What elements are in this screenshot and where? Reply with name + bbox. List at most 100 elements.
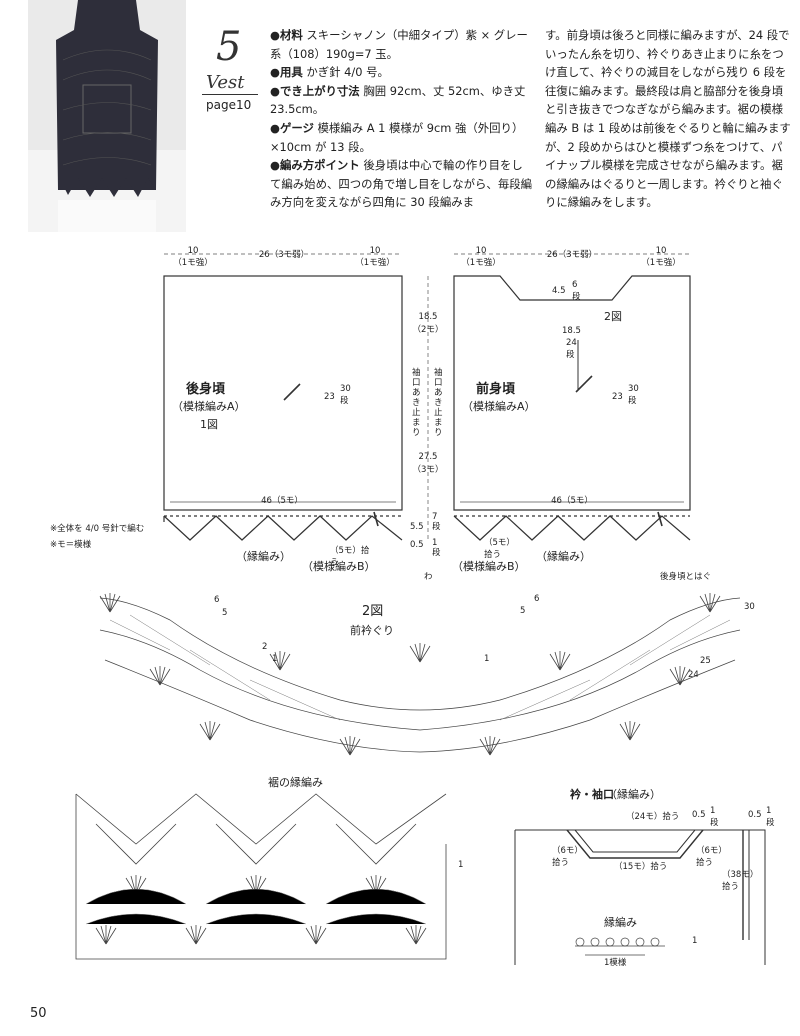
collar-edge-a: 0.5: [692, 810, 706, 820]
back-figure-ref: 1図: [200, 418, 218, 431]
material-label: ●材料: [270, 28, 303, 42]
chart2-row6-left: 6: [214, 595, 220, 605]
front-body-title: 前身頃: [476, 382, 516, 397]
neck-rows: 6段: [572, 280, 581, 302]
collar-top-pickup: （24モ）拾う: [626, 812, 680, 822]
vest-photo: [28, 0, 186, 232]
sleeve-pickup: （38モ）拾う: [722, 870, 759, 892]
back-pattern-b: （模様編みB）: [302, 560, 376, 573]
note-mo: ※モ＝模様: [50, 540, 92, 550]
hem-chart-row1: 1: [458, 860, 464, 870]
page-reference: page10: [206, 98, 252, 112]
back-body-outline: [163, 275, 403, 511]
chart2-row2: 2: [262, 642, 268, 652]
hem-stitch-chart: [75, 793, 447, 960]
instructions-text: す。前身頃は後ろと同様に編みますが、24 段でいったん糸を切り、衿ぐりあき止まり…: [545, 28, 791, 210]
front-top-right-dim-sub: （1モ強）: [641, 258, 681, 268]
collar-side-right: （6モ）拾う: [696, 846, 727, 868]
front-rows-30: 30段: [628, 384, 639, 406]
front-top-mid-dim: 26（3モ弱）: [546, 250, 598, 260]
front-top-right-dim: 10: [655, 246, 667, 256]
back-hem-zigzag: [163, 515, 403, 541]
size-text: 胸囲 92cm、丈 52cm、ゆき丈 23.5cm。: [270, 83, 526, 117]
edge-chart-title: 縁編み: [604, 916, 637, 929]
collar-title-sub: （縁編み）: [606, 788, 661, 801]
gauge-text: 模様編み A 1 模様が 9cm 強（外回り）×10cm が 13 段。: [270, 120, 524, 154]
hem-chart-title: 裾の縁編み: [268, 776, 323, 789]
size-label: ●でき上がり寸法: [270, 83, 360, 98]
armhole-opening-left: 袖口あき止まり: [412, 368, 421, 438]
top-right-dim-sub: （1モ強）: [355, 258, 395, 268]
note-needle: ※全体を 4/0 号針で編む: [50, 524, 145, 534]
method-label: ●編み方ポイント: [270, 158, 360, 173]
center-lower-sub: （3モ）: [412, 465, 444, 475]
back-body-title: 後身頃: [186, 382, 226, 397]
front-width: 46（5モ）: [551, 496, 593, 506]
top-right-dim: 10: [369, 246, 381, 256]
chart2-row1-left: 1: [272, 654, 278, 664]
chart2-subtitle: 前衿ぐり: [350, 624, 394, 637]
collar-title: 衿・袖口: [570, 788, 614, 801]
chart2-row1-right: 1: [484, 654, 490, 664]
neck-depth: 4.5: [552, 286, 566, 296]
join-note: 後身頃とはぐ: [660, 572, 712, 582]
hem-rows: 7段: [432, 512, 441, 532]
front-top-left-dim: 10: [475, 246, 487, 256]
divider: [202, 94, 258, 95]
specs-block: ●材料 スキーシャノン（中細タイプ）紫 × グレー系（108）190g=7 玉。…: [270, 26, 532, 212]
chart2-row30: 30: [744, 602, 755, 612]
collar-side-left: （6モ）拾う: [552, 846, 583, 868]
tools-text: かぎ針 4/0 号。: [306, 65, 389, 80]
front-rows-23: 23: [612, 392, 623, 402]
ring-mark: わ: [424, 572, 433, 582]
front-hem-zigzag: [453, 515, 691, 541]
front-pattern-b: （模様編みB）: [452, 560, 526, 573]
edge-chart-row1: 1: [692, 936, 698, 946]
back-rows-23: 23: [324, 392, 335, 402]
collar-diagram: [514, 829, 766, 965]
schematic-diagram: [163, 253, 691, 542]
collar-edge-a-rows: 1段: [710, 806, 719, 828]
front-edge-label: （縁編み）: [536, 550, 591, 563]
chart2-row5-left: 5: [222, 608, 228, 618]
front-length: 18.5: [562, 326, 581, 336]
front-pickup: （5モ）拾う: [484, 538, 515, 560]
top-mid-dim: 26（3モ弱）: [258, 250, 310, 260]
center-lower-dim: 27.5: [418, 452, 438, 462]
page-number: 50: [30, 1006, 47, 1021]
center-upper-sub: （2モ）: [412, 325, 444, 335]
edge-repeat: 1模様: [604, 958, 627, 968]
front-top-left-dim-sub: （1モ強）: [461, 258, 501, 268]
top-left-dim-sub: （1モ強）: [173, 258, 213, 268]
front-rows: 24段: [566, 338, 577, 360]
back-width: 46（5モ）: [261, 496, 303, 506]
front-figure-ref: 2図: [604, 310, 622, 323]
back-body-sub: （模様編みA）: [172, 400, 246, 413]
edge-length: 0.5: [410, 540, 424, 550]
method-text: 後身頃は中心で輪の作り目をして編み始め、四つの角で増し目をしながら、毎段編み方向…: [270, 158, 532, 210]
collar-bottom-pickup: （15モ）拾う: [614, 862, 668, 872]
chart2-row25: 25: [700, 656, 711, 666]
sleeve-edge-b: 0.5: [748, 810, 762, 820]
pattern-number: 5: [216, 24, 242, 70]
edge-rows: 1段: [432, 538, 441, 558]
gauge-label: ●ゲージ: [270, 120, 314, 135]
item-type: Vest: [206, 72, 245, 93]
back-edge-label: （縁編み）: [236, 550, 291, 563]
armhole-opening-right: 袖口あき止まり: [434, 368, 443, 438]
center-upper-dim: 18.5: [418, 312, 438, 322]
tools-label: ●用具: [270, 65, 303, 80]
hem-length: 5.5: [410, 522, 424, 532]
front-body-sub: （模様編みA）: [462, 400, 536, 413]
front-body-outline: [453, 275, 691, 511]
back-pickup: （5モ）拾う: [330, 546, 370, 568]
chart2-title: 2図: [362, 604, 384, 619]
neckline-stitch-chart: [90, 590, 741, 756]
chart2-row5-right: 5: [520, 606, 526, 616]
sleeve-edge-b-rows: 1段: [766, 806, 775, 828]
material-text: スキーシャノン（中細タイプ）紫 × グレー系（108）190g=7 玉。: [270, 28, 528, 61]
top-left-dim: 10: [187, 246, 199, 256]
chart2-row24: 24: [688, 670, 699, 680]
chart2-row6-right: 6: [534, 594, 540, 604]
back-rows-30: 30段: [340, 384, 351, 406]
